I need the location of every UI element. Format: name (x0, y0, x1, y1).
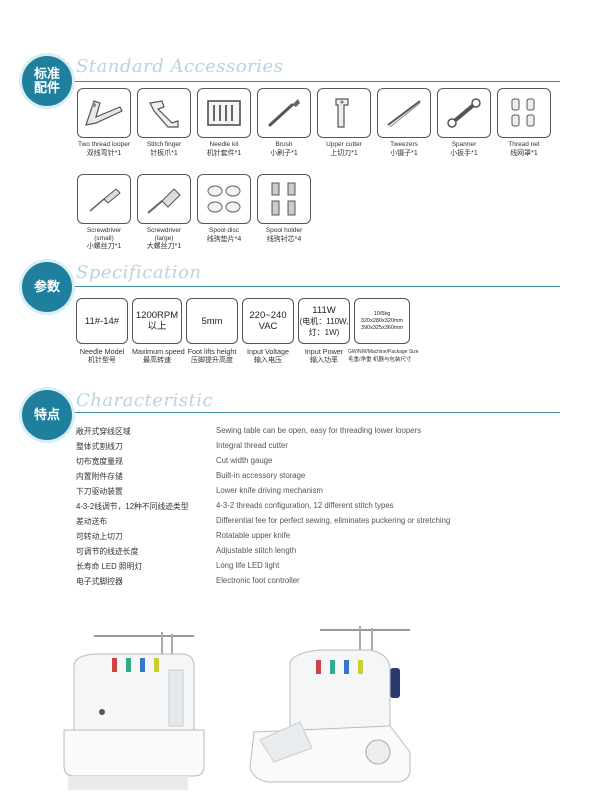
screwdriver-small-icon (89, 188, 121, 212)
spool-disc-icon (207, 185, 241, 213)
section-divider (60, 286, 560, 287)
section-title: Specification (76, 262, 202, 283)
specification-header: 参数 Specification (0, 262, 600, 314)
two-thread-looper-icon (85, 100, 123, 126)
accessory-item: Two thread looper 双线弯针*1 (76, 88, 132, 158)
screwdriver-large-icon (147, 188, 181, 214)
spec-input-power: 111W (电机：110W, 灯：1W) Input Power 输入功率 (298, 298, 350, 365)
needle-kit-icon (207, 100, 241, 126)
stitch-finger-icon (149, 100, 179, 128)
accessory-item: Tweezers 小镊子*1 (376, 88, 432, 158)
accessory-item: Thread net 线网罩*1 (496, 88, 552, 158)
section-badge: 特点 (22, 390, 72, 440)
accessory-item: Spool holder 线驹衬芯*4 (256, 174, 312, 244)
tweezers-icon (387, 100, 421, 128)
accessory-item: Brush 小刷子*1 (256, 88, 312, 158)
spanner-icon (447, 98, 481, 128)
spec-foot-lift: 5mm Foot lifts height 压脚提升高度 (186, 298, 238, 365)
section-divider (60, 412, 560, 413)
accessory-item: Spanner 小扳手*1 (436, 88, 492, 158)
spool-holder-icon (271, 182, 296, 216)
accessory-item: Screwdriver (small) 小螺丝刀*1 (76, 174, 132, 251)
section-badge: 参数 (22, 262, 72, 312)
accessory-item: Screwdriver (large) 大螺丝刀*1 (136, 174, 192, 251)
overlocker-front-image (63, 632, 205, 790)
upper-cutter-icon (335, 98, 349, 128)
spec-needle-model: 11#-14# Needle Model 机针型号 (76, 298, 128, 365)
thread-net-icon (511, 98, 535, 127)
spec-input-voltage: 220~240 VAC Input Voltage 输入电压 (242, 298, 294, 365)
accessory-item: Stitch finger 针板爪*1 (136, 88, 192, 158)
section-divider (60, 81, 560, 82)
accessories-header: 标准 配件 Standard Accessories (0, 56, 600, 108)
accessory-item: Needle kit 机针套件*1 (196, 88, 252, 158)
spec-package-size: 10/5kg 320x280x320mm 390x325x360mm GW/NW… (348, 298, 419, 365)
section-title: Standard Accessories (76, 56, 284, 77)
accessory-item: Upper cutter 上切刀*1 (316, 88, 372, 158)
characteristic-header: 特点 Characteristic (0, 390, 600, 442)
section-badge: 标准 配件 (22, 56, 72, 106)
accessory-item: Spool disc 线驹垫片*4 (196, 174, 252, 244)
brush-icon (268, 99, 300, 127)
spec-max-speed: 1200RPM 以上 Maximum speed 最高转速 (132, 298, 185, 365)
overlocker-open-image (249, 626, 411, 783)
section-title: Characteristic (76, 390, 214, 411)
